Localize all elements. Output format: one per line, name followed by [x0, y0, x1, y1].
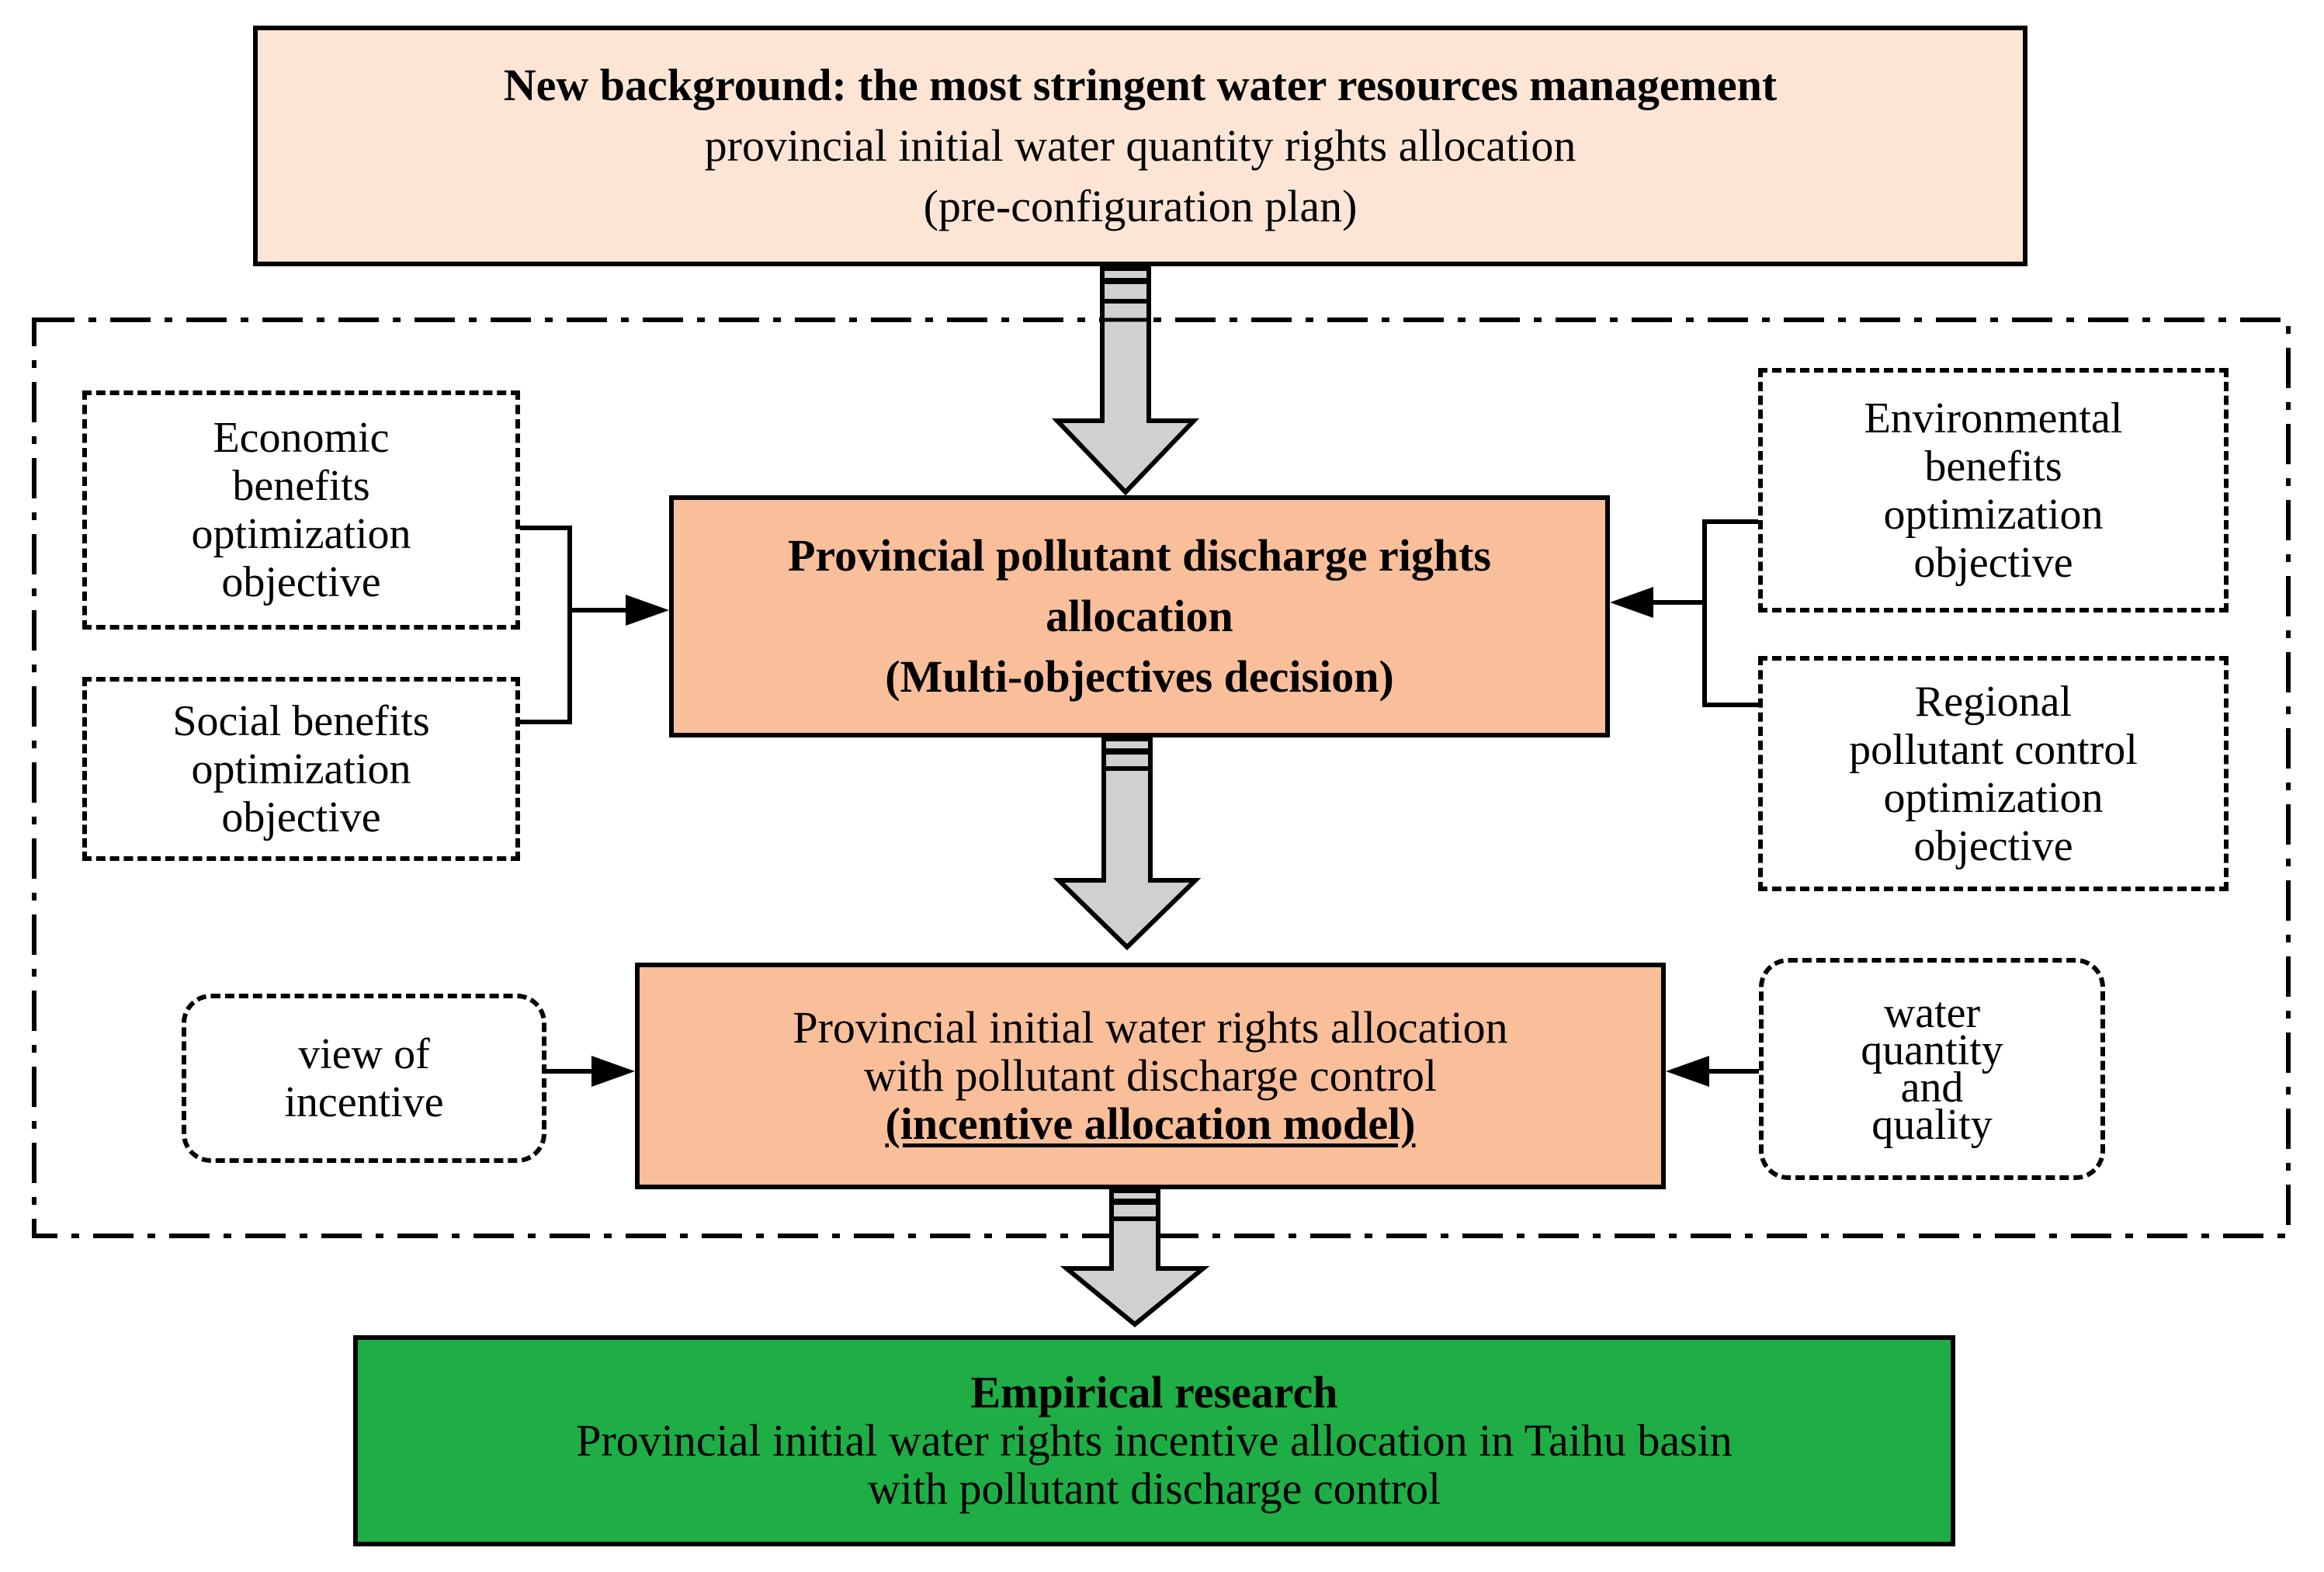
arrow-model-to-empirical [1060, 1189, 1210, 1327]
input-line: quality [1871, 1101, 1993, 1149]
objective-line: optimization [1883, 490, 2104, 539]
objective-line: optimization [1883, 773, 2104, 822]
background-subtitle: provincial initial water quantity rights… [704, 120, 1577, 171]
arrow-top-to-decision [1051, 266, 1200, 496]
objective-line: optimization [191, 510, 411, 558]
connector-left-objectives [520, 526, 629, 724]
objective-line: optimization [191, 744, 411, 793]
objective-line: Environmental [1864, 394, 2123, 442]
pollutant-rights-title: Provincial pollutant discharge rights [787, 530, 1492, 581]
regional-objective-box: Regional pollutant control optimization … [1758, 656, 2229, 891]
connector-right-objectives [1652, 519, 1758, 707]
empirical-line2: Provincial initial water rights incentiv… [576, 1415, 1733, 1466]
economic-objective-box: Economic benefits optimization objective [82, 390, 520, 630]
objective-line: Regional [1914, 677, 2073, 726]
objective-line: objective [221, 558, 381, 606]
social-objective-box: Social benefits optimization objective [82, 677, 520, 861]
input-line: incentive [284, 1078, 444, 1126]
input-line: water [1883, 989, 1981, 1037]
water-quantity-quality-box: water quantity and quality [1759, 958, 2105, 1180]
incentive-model-box: Provincial initial water rights allocati… [635, 963, 1666, 1189]
objective-line: objective [1913, 538, 2073, 587]
decision-frame [32, 318, 2291, 1238]
incentive-view-box: view of incentive [182, 994, 546, 1163]
arrowhead-right-objectives [1610, 587, 1653, 618]
objective-line: pollutant control [1849, 725, 2138, 774]
objective-line: Social benefits [172, 696, 430, 745]
incentive-model-line2: with pollutant discharge control [863, 1050, 1438, 1101]
input-line: view of [298, 1030, 430, 1078]
arrowhead-left-objectives [626, 595, 669, 626]
empirical-title: Empirical research [970, 1367, 1338, 1418]
input-line: quantity [1861, 1026, 2003, 1074]
pollutant-rights-box: Provincial pollutant discharge rights al… [669, 495, 1610, 737]
incentive-model-line1: Provincial initial water rights allocati… [793, 1002, 1508, 1053]
empirical-line3: with pollutant discharge control [867, 1463, 1441, 1514]
arrowhead-incentive [591, 1056, 635, 1087]
input-line: and [1900, 1064, 1964, 1112]
arrow-decision-to-model [1053, 737, 1202, 951]
empirical-research-box: Empirical research Provincial initial wa… [353, 1335, 1955, 1546]
background-box: New background: the most stringent water… [253, 26, 2027, 266]
objective-line: benefits [1924, 442, 2062, 491]
background-note: (pre-configuration plan) [923, 181, 1358, 231]
environmental-objective-box: Environmental benefits optimization obje… [1758, 368, 2229, 612]
objective-line: objective [221, 793, 381, 842]
objective-line: Economic [213, 414, 390, 462]
pollutant-rights-title-cont: allocation [1046, 591, 1233, 641]
objective-line: benefits [232, 462, 370, 510]
incentive-model-name: (incentive allocation model) [885, 1098, 1416, 1149]
arrowhead-water-quality [1666, 1056, 1709, 1087]
pollutant-rights-method: (Multi-objectives decision) [885, 651, 1394, 702]
background-title: New background: the most stringent water… [503, 60, 1778, 110]
objective-line: objective [1913, 821, 2073, 870]
